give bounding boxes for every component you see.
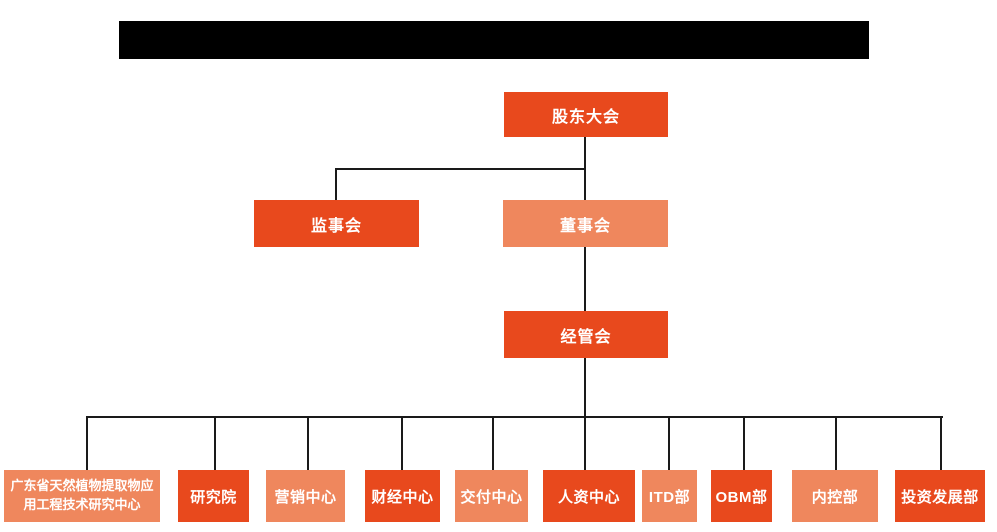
node-board-of-directors: 董事会 [503, 200, 668, 247]
node-finance-center: 财经中心 [365, 470, 440, 522]
connector-drop-investment-dev-dept [940, 416, 942, 470]
connector-drop-delivery-center [492, 416, 494, 470]
node-research-institute: 研究院 [178, 470, 249, 522]
node-hr-center: 人资中心 [543, 470, 635, 522]
connector-management-down [584, 358, 586, 418]
connector-drop-internal-control-dept [835, 416, 837, 470]
node-investment-dev-dept: 投资发展部 [895, 470, 985, 522]
connector-supervisory-drop [335, 168, 337, 200]
connector-drop-hr-center [584, 416, 586, 470]
connector-drop-itd-dept [668, 416, 670, 470]
connector-board-to-management [584, 247, 586, 311]
node-management-committee: 经管会 [504, 311, 668, 358]
connector-drop-finance-center [401, 416, 403, 470]
connector-drop-marketing-center [307, 416, 309, 470]
connector-branch-horizontal-top [335, 168, 586, 170]
node-supervisory-board: 监事会 [254, 200, 419, 247]
node-marketing-center: 营销中心 [266, 470, 345, 522]
node-research-center: 广东省天然植物提取物应用工程技术研究中心 [4, 470, 160, 522]
redacted-title-bar [119, 21, 869, 59]
node-internal-control-dept: 内控部 [792, 470, 878, 522]
connector-drop-research-institute [214, 416, 216, 470]
connector-drop-obm-dept [743, 416, 745, 470]
node-delivery-center: 交付中心 [455, 470, 528, 522]
node-itd-dept: ITD部 [642, 470, 697, 522]
node-shareholders-meeting: 股东大会 [504, 92, 668, 137]
node-obm-dept: OBM部 [711, 470, 772, 522]
connector-drop-research-center [86, 416, 88, 470]
connector-branch-horizontal-bottom [86, 416, 943, 418]
